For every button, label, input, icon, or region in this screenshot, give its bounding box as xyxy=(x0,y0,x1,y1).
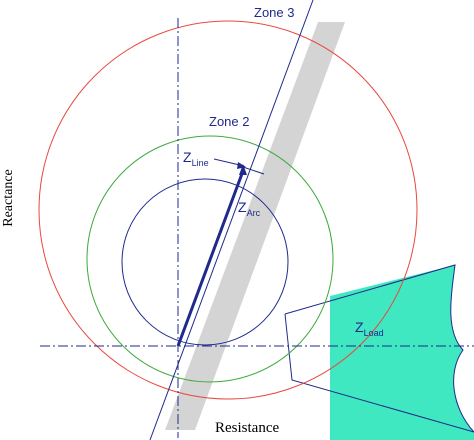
zone2-circle xyxy=(86,135,334,383)
z-arc-label-main: Z xyxy=(238,199,247,215)
zone2-label: Zone 2 xyxy=(209,114,249,129)
line-impedance-arrowhead xyxy=(239,164,247,175)
load-region xyxy=(330,265,474,440)
z-line-tick xyxy=(242,166,265,175)
zone3-circle xyxy=(38,20,418,400)
arc-resistance-band xyxy=(165,22,345,430)
z-load-label-main: Z xyxy=(355,319,364,335)
zone3-label: Zone 3 xyxy=(254,5,294,20)
z-line-label: ZLine xyxy=(183,149,209,168)
z-load-label-sub: Load xyxy=(364,328,384,338)
reactance-axis-label: Reactance xyxy=(1,169,16,227)
resistance-axis-label: Resistance xyxy=(215,420,279,436)
z-arc-label-sub: Arc xyxy=(247,208,261,218)
load-region-outline xyxy=(284,264,474,433)
zone3-characteristic-line xyxy=(149,0,314,440)
zone1-circle xyxy=(121,178,289,346)
z-arc-label: ZArc xyxy=(238,199,261,218)
z-line-label-sub: Line xyxy=(192,158,209,168)
z-load-label: ZLoad xyxy=(355,319,384,338)
z-line-label-main: Z xyxy=(183,149,192,165)
line-impedance-vector xyxy=(176,170,245,347)
